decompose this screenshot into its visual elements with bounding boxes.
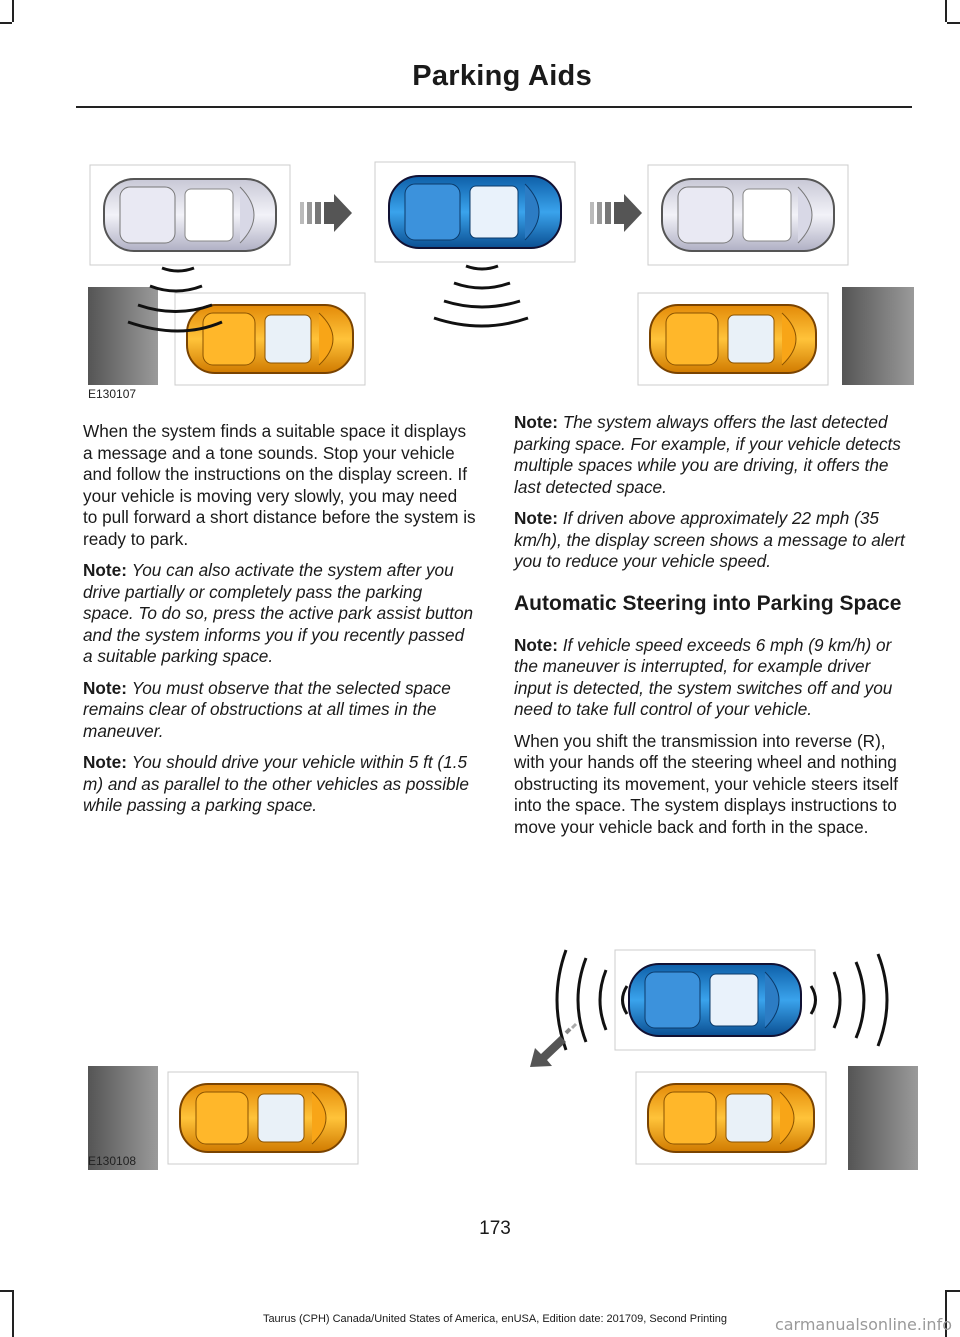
curb [88, 287, 158, 385]
body-paragraph: When you shift the transmission into rev… [514, 730, 899, 837]
note-label: Note: [83, 560, 127, 580]
sensor-waves-icon [127, 266, 223, 333]
note-text: You should drive your vehicle within 5 f… [83, 752, 469, 815]
crop-mark [12, 1290, 14, 1337]
crop-mark [947, 1290, 960, 1292]
sensor-waves-icon [809, 953, 889, 1047]
intro-paragraph: When the system finds a suitable space i… [83, 421, 476, 549]
note: Note: If vehicle speed exceeds 6 mph (9 … [514, 635, 909, 721]
note-label: Note: [514, 508, 558, 528]
figure-id: E130107 [88, 387, 137, 401]
note-text: You can also activate the system after y… [83, 560, 474, 666]
arrow-reverse-icon [530, 1022, 578, 1067]
page-number: 173 [479, 1218, 511, 1239]
left-column: When the system finds a suitable space i… [83, 421, 476, 827]
curb [848, 1066, 918, 1170]
section-heading: Automatic Steering into Parking Space [514, 591, 902, 615]
note-text: You must observe that the selected space… [83, 677, 451, 741]
page-title: Parking Aids [412, 60, 592, 92]
note: Note: The system always offers the last … [514, 412, 909, 498]
right-column: Note: The system always offers the last … [514, 412, 909, 848]
note-text: If vehicle speed exceeds 6 mph (9 km/h) … [514, 634, 893, 720]
curb [842, 287, 914, 385]
footer-text: Taurus (CPH) Canada/United States of Ame… [262, 1313, 728, 1325]
figure-id: E130108 [88, 1154, 137, 1168]
crop-mark [12, 0, 14, 22]
crop-mark [945, 1290, 947, 1337]
vehicle-blue [614, 949, 816, 1051]
note-label: Note: [83, 677, 127, 698]
crop-mark [0, 22, 12, 24]
sensor-waves-icon [433, 264, 529, 328]
arrow-right-icon [590, 194, 642, 232]
note-text: If driven above approximately 22 mph (35… [514, 508, 905, 571]
note-label: Note: [83, 752, 127, 772]
note: Note: You should drive your vehicle with… [83, 752, 476, 817]
note-label: Note: [514, 412, 558, 432]
note: Note: You can also activate the system a… [83, 560, 476, 668]
crop-mark [945, 0, 947, 22]
watermark: carmanualsonline.info [774, 1315, 952, 1334]
sensor-waves-icon [555, 949, 629, 1051]
figure-e130107 [88, 161, 914, 386]
vehicle-orange [167, 1071, 359, 1165]
arrow-right-icon [300, 194, 352, 232]
crop-mark [947, 22, 960, 24]
note: Note: You must observe that the selected… [83, 678, 476, 743]
note: Note: If driven above approximately 22 m… [514, 508, 909, 573]
vehicle-orange [635, 1071, 827, 1165]
header-divider [76, 106, 912, 108]
note-label: Note: [514, 634, 558, 655]
curb [88, 1066, 158, 1170]
crop-mark [0, 1290, 12, 1292]
note-text: The system always offers the last detect… [514, 412, 901, 497]
